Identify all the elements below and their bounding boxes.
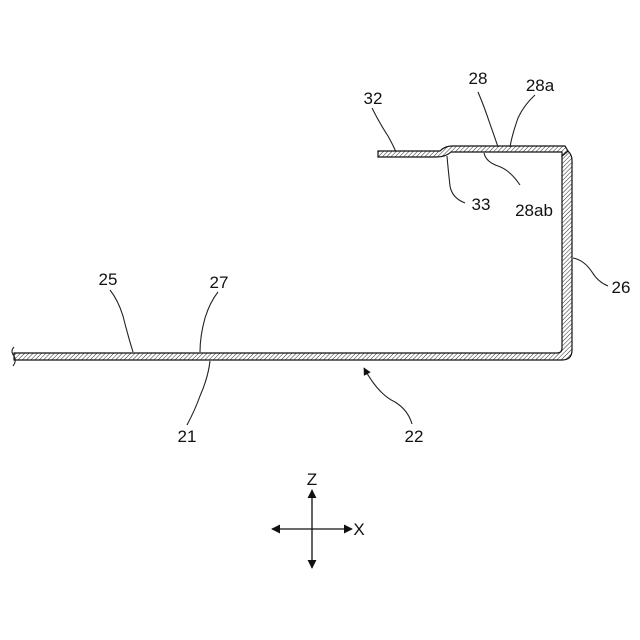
sheet-top-flange bbox=[378, 146, 568, 157]
leader-32 bbox=[372, 108, 396, 152]
leader-28 bbox=[478, 92, 498, 147]
leader-27 bbox=[200, 292, 218, 352]
leader-25 bbox=[110, 290, 133, 352]
label-27: 27 bbox=[210, 273, 229, 292]
leader-28a bbox=[510, 95, 535, 147]
z-axis-label: Z bbox=[307, 470, 317, 489]
x-axis-label: X bbox=[353, 520, 364, 539]
leader-21 bbox=[187, 361, 210, 425]
label-32: 32 bbox=[364, 89, 383, 108]
label-33: 33 bbox=[472, 195, 491, 214]
label-22: 22 bbox=[405, 427, 424, 446]
leader-33 bbox=[447, 156, 465, 203]
label-26: 26 bbox=[612, 278, 631, 297]
leader-22 bbox=[364, 368, 412, 424]
sheet-bottom-and-wall bbox=[14, 151, 572, 360]
label-21: 21 bbox=[178, 427, 197, 446]
label-28ab: 28ab bbox=[515, 201, 553, 220]
label-25: 25 bbox=[99, 270, 118, 289]
leader-26 bbox=[573, 258, 608, 286]
label-28: 28 bbox=[469, 69, 488, 88]
label-28a: 28a bbox=[526, 76, 555, 95]
leader-28ab bbox=[484, 153, 520, 185]
